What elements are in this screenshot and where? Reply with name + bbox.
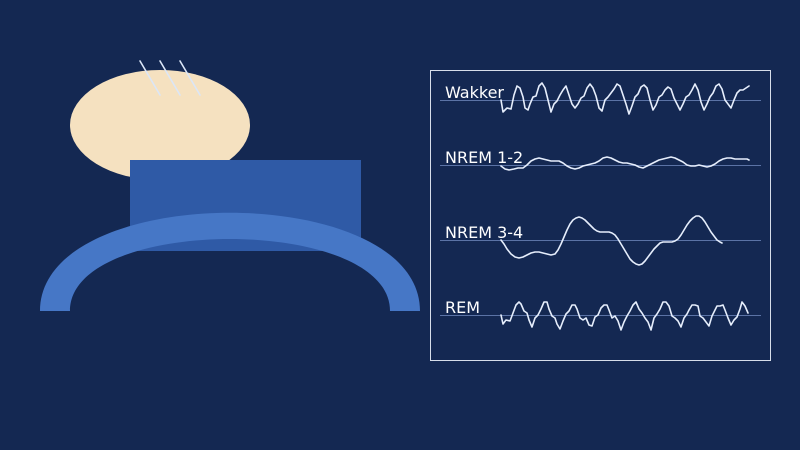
stage-label-rem: REM — [445, 298, 481, 317]
baselines — [440, 100, 761, 316]
wave-nrem-1-2 — [500, 156, 750, 171]
eeg-panel — [430, 70, 771, 361]
wave-wakker — [500, 82, 750, 115]
sleeper-illustration — [40, 60, 420, 311]
panel-border — [430, 70, 771, 361]
stage-label-wakker: Wakker — [445, 83, 504, 102]
stage-label-nrem-1-2: NREM 1-2 — [445, 148, 524, 167]
wave-rem — [500, 301, 749, 331]
wave-nrem-3-4 — [500, 215, 723, 266]
bed-arch-shape — [40, 212, 420, 311]
motion-lines-icon — [139, 60, 201, 96]
stage-label-nrem-3-4: NREM 3-4 — [445, 223, 524, 242]
head-shape — [70, 70, 250, 180]
